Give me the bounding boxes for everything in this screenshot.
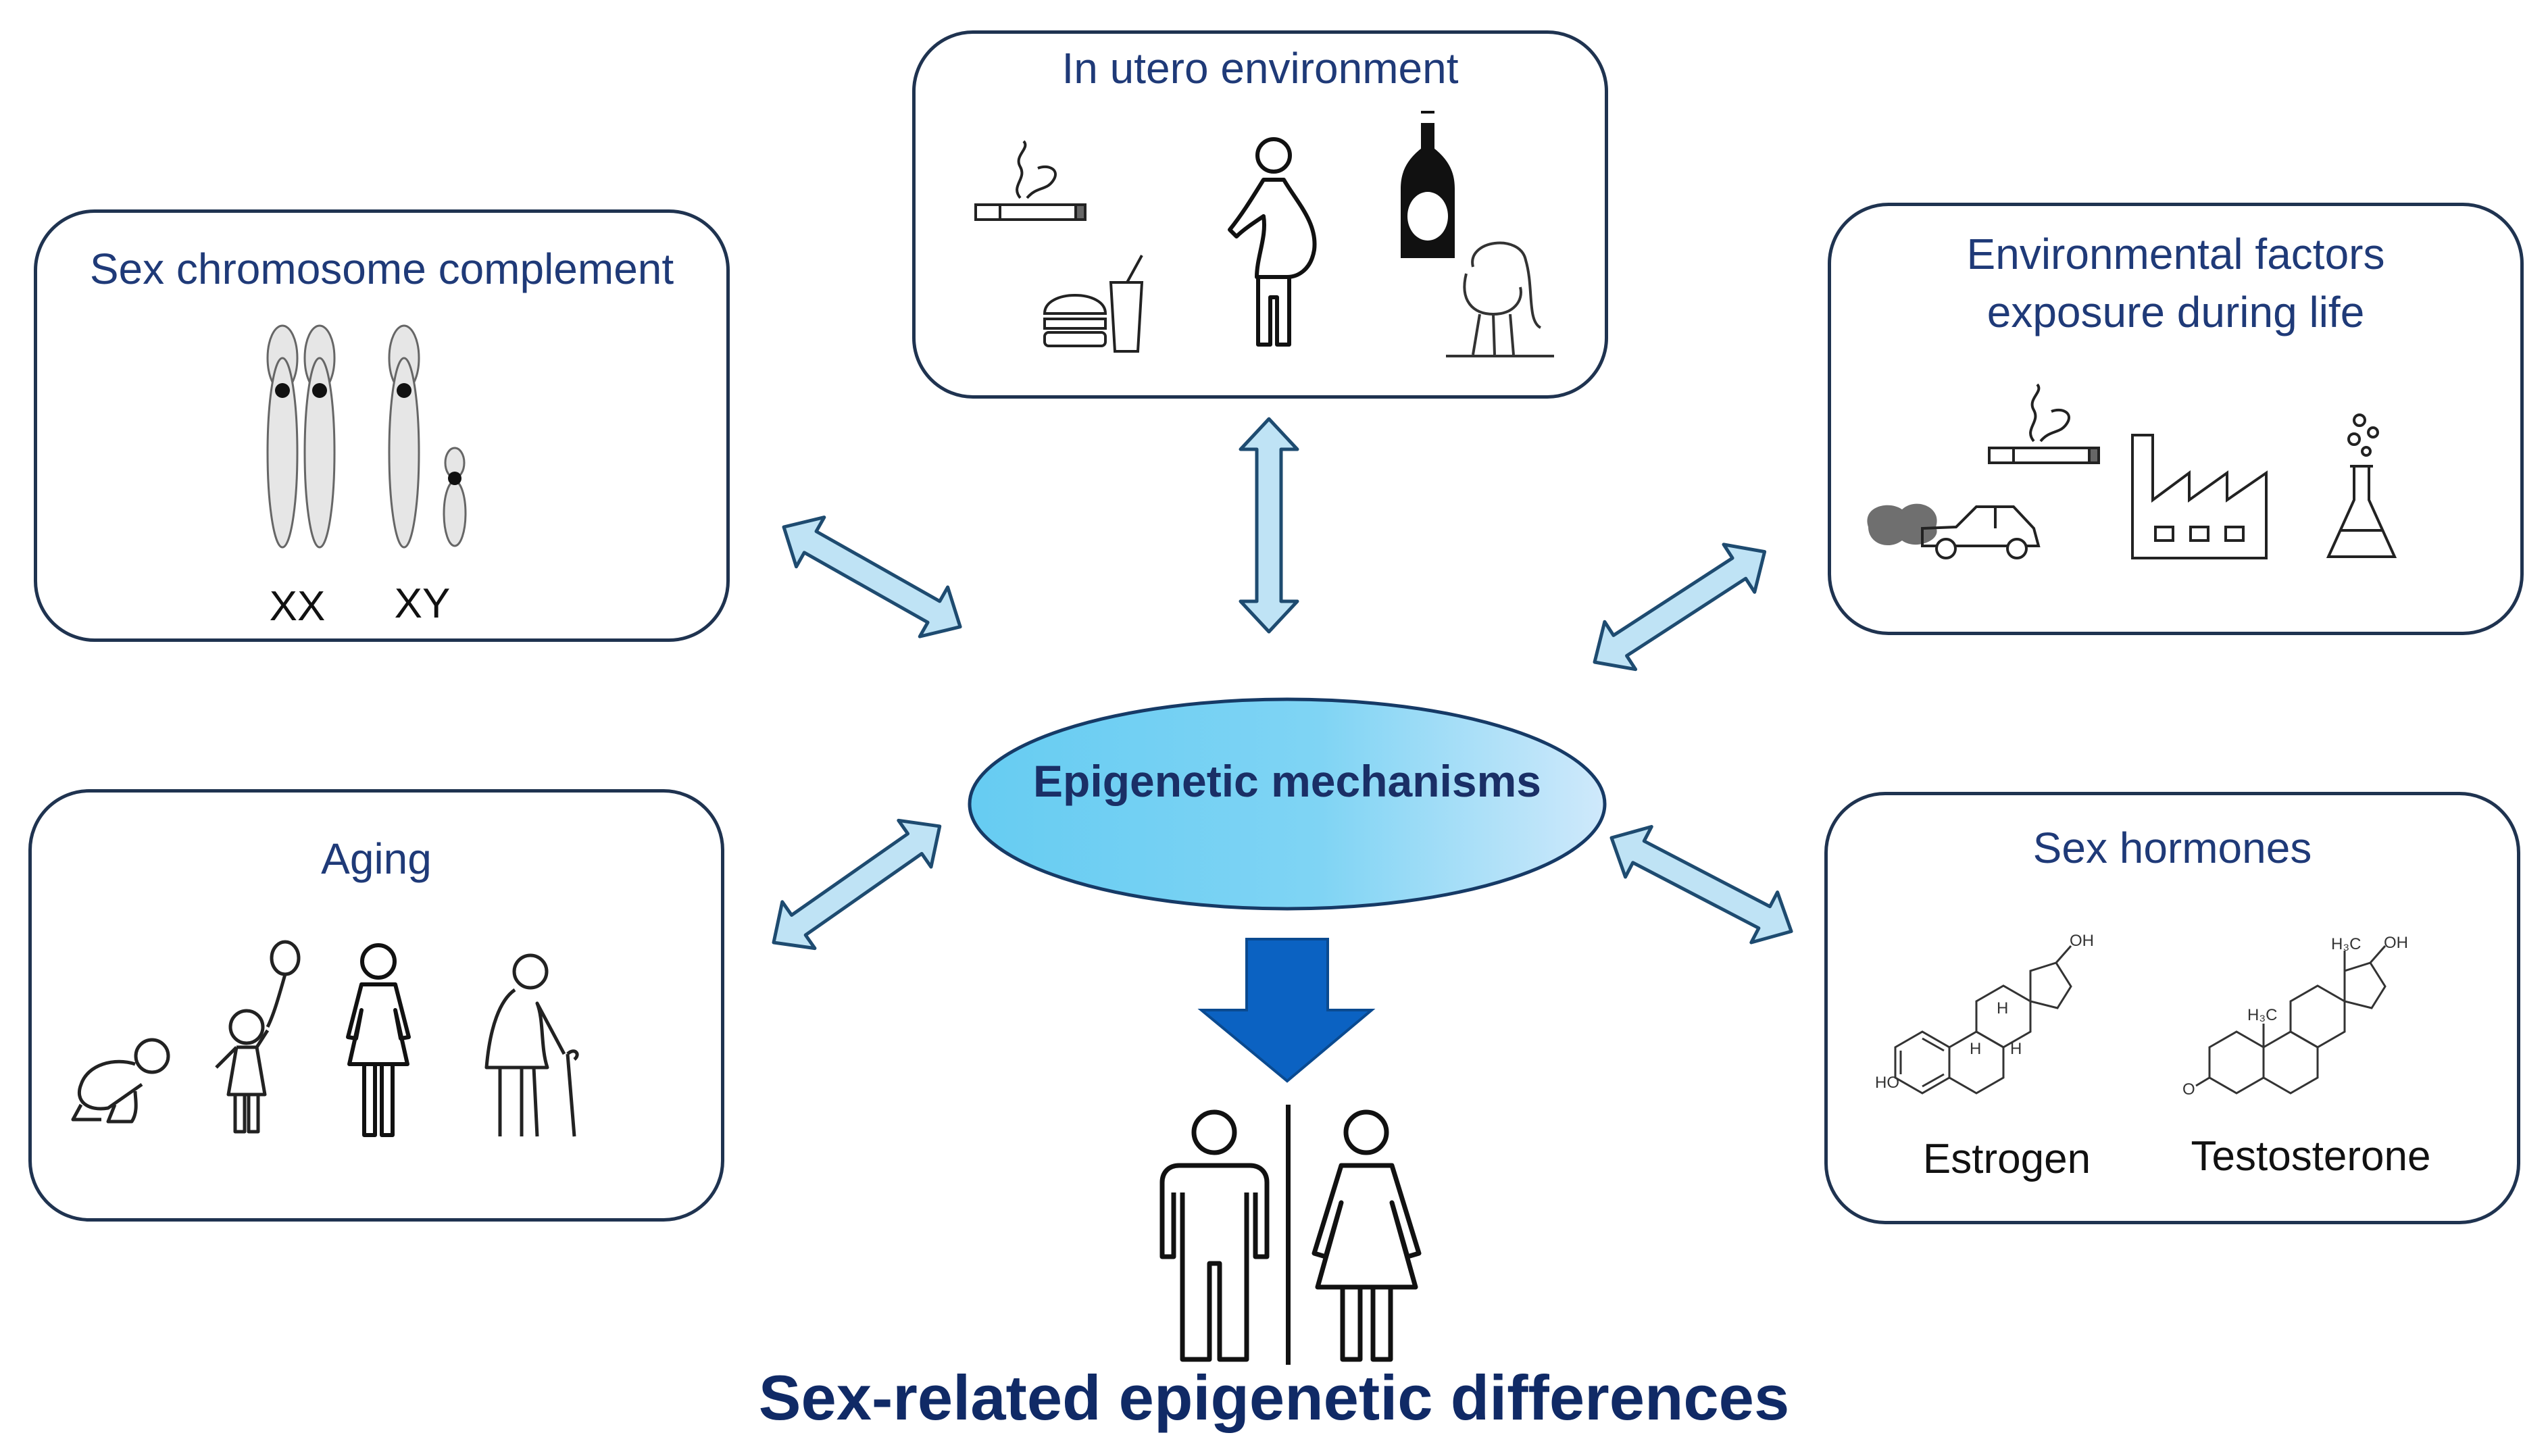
sex-hormones-box: Sex hormones (1824, 792, 2520, 1224)
arrow-sex-chromosome (782, 516, 962, 638)
pregnant-woman-icon (1228, 137, 1317, 347)
aging-title: Aging (321, 834, 432, 883)
svg-text:H: H (1997, 999, 2008, 1018)
svg-text:OH: OH (2070, 932, 2094, 950)
arrow-sex-hormones (1609, 825, 1793, 945)
svg-text:OH: OH (2384, 934, 2408, 952)
arrow-environmental (1593, 543, 1767, 672)
svg-text:HO: HO (1875, 1074, 1899, 1092)
down-arrow (1197, 938, 1376, 1083)
fast-food-icon (1043, 255, 1144, 353)
outcome-label: Sex-related epigenetic differences (758, 1362, 1790, 1433)
svg-text:O: O (2182, 1080, 2195, 1099)
chromosome-icon (266, 324, 467, 549)
distressed-person-icon (1446, 241, 1554, 357)
svg-text:H₃C: H₃C (2247, 1006, 2277, 1024)
environmental-box: Environmental factors exposure during li… (1828, 203, 2524, 635)
center-label: Epigenetic mechanisms (1033, 756, 1541, 806)
aging-box: Aging (28, 789, 724, 1222)
xy-label: XY (394, 580, 451, 627)
sex-hormones-title: Sex hormones (2032, 824, 2312, 872)
child-balloon-icon (215, 940, 301, 1134)
svg-text:H₃C: H₃C (2331, 935, 2361, 953)
in-utero-title: In utero environment (1061, 44, 1459, 93)
epigenetic-ellipse (968, 697, 1607, 911)
testosterone-structure-icon: O OH H₃C H₃C (2182, 934, 2408, 1099)
arrow-aging (772, 818, 942, 951)
baby-icon (71, 1038, 170, 1124)
bottle-icon (1401, 111, 1455, 258)
cigarette-icon (1988, 383, 2100, 464)
flask-icon (2326, 413, 2397, 558)
cigarette-icon (974, 140, 1086, 221)
woman-icon (1312, 1109, 1422, 1362)
estrogen-structure-icon: HO OH H H H (1875, 932, 2094, 1095)
estrogen-label: Estrogen (1922, 1136, 2091, 1182)
factory-icon (2131, 434, 2268, 559)
sex-chromosome-box: Sex chromosome complement (34, 209, 730, 642)
svg-text:H: H (1970, 1040, 1981, 1058)
svg-text:H: H (2010, 1040, 2022, 1058)
car-exhaust-icon (1867, 503, 2041, 559)
sex-chromosome-title: Sex chromosome complement (89, 245, 674, 293)
environmental-title: Environmental factors exposure during li… (1966, 230, 2385, 337)
man-icon (1159, 1109, 1270, 1362)
xx-label: XX (269, 583, 326, 630)
gender-divider (1286, 1105, 1291, 1365)
woman-icon (346, 943, 411, 1137)
testosterone-label: Testosterone (2191, 1133, 2431, 1180)
elderly-woman-icon (484, 953, 579, 1137)
arrow-in-utero (1239, 417, 1299, 634)
